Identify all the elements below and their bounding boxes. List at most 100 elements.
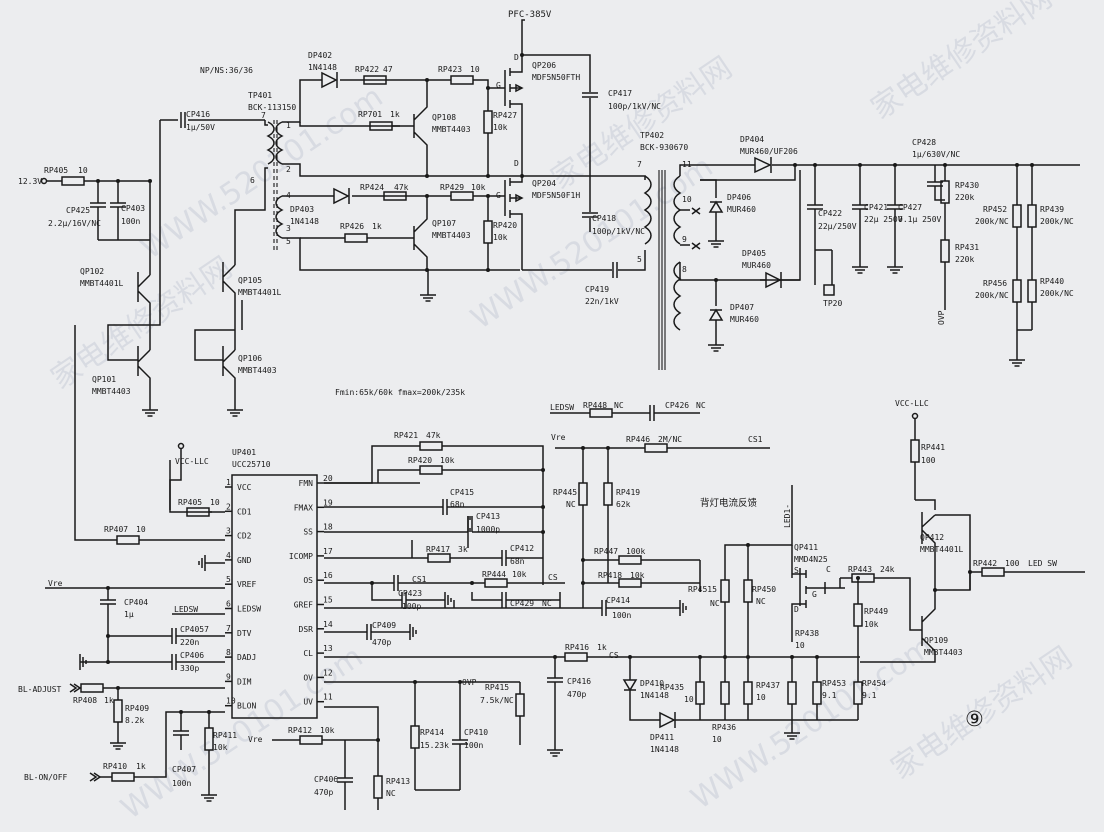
cp416b-ref: CP416 [567, 677, 591, 686]
rp427-val: 10k [493, 123, 508, 132]
rp409-ref: RP409 [125, 704, 149, 713]
tp401-pin-1: 1 [286, 121, 291, 130]
rp447-ref: RP447 [594, 547, 618, 556]
cs1-net-label: CS1 [748, 435, 763, 444]
rp411-val: 10k [213, 743, 228, 752]
ic-pin-number: 2 [226, 502, 231, 511]
qp106-ref: QP106 [238, 354, 262, 363]
ic-pin-number: 8 [226, 648, 231, 657]
cp404-val: 1µ [124, 610, 134, 619]
tp402-pin-7: 7 [637, 160, 642, 169]
rp456-ref: RP456 [983, 279, 1007, 288]
cp415-val: 68n [450, 500, 465, 509]
rp430-val: 220k [955, 193, 974, 202]
ic-pin-name: CL [303, 649, 313, 658]
rp443-ref: RP443 [848, 565, 872, 574]
ic-pin-number: 14 [323, 620, 333, 629]
rp439-ref: RP439 [1040, 205, 1064, 214]
rp412-val: 10k [320, 726, 335, 735]
dp406-part: MUR460 [727, 205, 756, 214]
rp454-val: 9.1 [862, 691, 877, 700]
qp206-ref: QP206 [532, 61, 556, 70]
rp442-val: 100 [1005, 559, 1020, 568]
cp427-val: 0.1µ 250V [898, 215, 942, 224]
rp436-val: 10 [712, 735, 722, 744]
rp421-val: 47k [426, 431, 441, 440]
qp107-part: MMBT4403 [432, 231, 471, 240]
ic-pin-name: VREF [237, 580, 256, 589]
qp102-ref: QP102 [80, 267, 104, 276]
dp402-part: 1N4148 [308, 63, 337, 72]
cp409-val: 470p [372, 638, 391, 647]
cp410-ref: CP410 [464, 728, 488, 737]
led-sw-label: LED SW [1028, 559, 1057, 568]
ic-pin-number: 13 [323, 644, 333, 653]
rp443-val: 24k [880, 565, 895, 574]
cp4057-val: 220n [180, 638, 199, 647]
qp204-part: MDF5N50F1H [532, 191, 580, 200]
rp450-val: NC [756, 597, 766, 606]
rp416-val: 1k [597, 643, 607, 652]
cp412-val: 68n [510, 557, 525, 566]
rp444-val: 10k [512, 570, 527, 579]
qp109-part: MMBT4403 [924, 648, 963, 657]
cp418-val: 100p/1kV/NC [592, 227, 645, 236]
cp412-ref: CP412 [510, 544, 534, 553]
ic-right-network: RP421 47k RP420 10k CP415 68n CP413 1000… [248, 431, 860, 810]
tp20-label: TP20 [823, 299, 842, 308]
cp406-ref: CP406 [180, 651, 204, 660]
driver-left: CP416 1µ/50V QP102 MMBT4401L QP101 MMBT4… [74, 110, 265, 541]
ic-pin-number: 17 [323, 547, 333, 556]
qp411-gate-label: G [812, 590, 817, 599]
tp401-pin-3: 3 [286, 224, 291, 233]
qp101-ref: QP101 [92, 375, 116, 384]
cs-label: CS [548, 573, 558, 582]
dp410-part: 1N4148 [640, 691, 669, 700]
cp407-val: 100n [172, 779, 191, 788]
rp442-ref: RP442 [973, 559, 997, 568]
qp412-ref: QP412 [920, 533, 944, 542]
backlight-feedback-label: 背灯电流反馈 [700, 497, 758, 509]
cp408-val: 470p [314, 788, 333, 797]
rp409-val: 8.2k [125, 716, 144, 725]
cp410-val: 100n [464, 741, 483, 750]
qp106-part: MMBT4403 [238, 366, 277, 375]
ic-left-network: RP405 10 RP407 10 Vre CP404 1µ LEDSW CP4… [18, 498, 237, 802]
rp439-val: 200k/NC [1040, 217, 1074, 226]
rp413-val: NC [386, 789, 396, 798]
dp403-ref: DP403 [290, 205, 314, 214]
ic-pin-name: SS [303, 528, 313, 537]
dp405-part: MUR460 [742, 261, 771, 270]
ic-pin-number: 4 [226, 551, 231, 560]
ic-pin-number: 9 [226, 672, 231, 681]
rp405b-ref: RP405 [178, 498, 202, 507]
rp414-val: 15.23k [420, 741, 449, 750]
cp417-ref: CP417 [608, 89, 632, 98]
cp429-ref: CP429 [510, 599, 534, 608]
rp410-ref: RP410 [103, 762, 127, 771]
input-12v-label: 12.3V [18, 177, 42, 186]
rp422-val: 47 [383, 65, 393, 74]
output-filter: CP422 22µ/250V TP20 CP421 22µ 250V CP427… [806, 138, 1074, 367]
vref-bottom-label: Vre [248, 735, 263, 744]
tp402-transformer: TP402 BCK-930670 7 11 10 9 8 5 DP404 MUR… [637, 131, 1080, 370]
rp417-val: 3k [458, 545, 468, 554]
tp402-pin-9: 9 [682, 235, 687, 244]
rp450-ref: RP450 [752, 585, 776, 594]
ic-pin-number: 6 [226, 600, 231, 609]
ic-pin-name: GND [237, 556, 252, 565]
cp407-ref: CP407 [172, 765, 196, 774]
rp424-val: 47k [394, 183, 409, 192]
rp419-val: 62k [616, 500, 631, 509]
cp404-ref: CP404 [124, 598, 148, 607]
ic-pin-number: 1 [226, 478, 231, 487]
ic-pin-number: 11 [323, 693, 333, 702]
dp403-part: 1N4148 [290, 217, 319, 226]
rp438-val: 10 [795, 641, 805, 650]
cp403-ref: CP403 [121, 204, 145, 213]
rp437-val: 10 [756, 693, 766, 702]
rp449-val: 10k [864, 620, 879, 629]
cp422-val: 22µ/250V [818, 222, 857, 231]
qp411-part: MMD4N25 [794, 555, 828, 564]
